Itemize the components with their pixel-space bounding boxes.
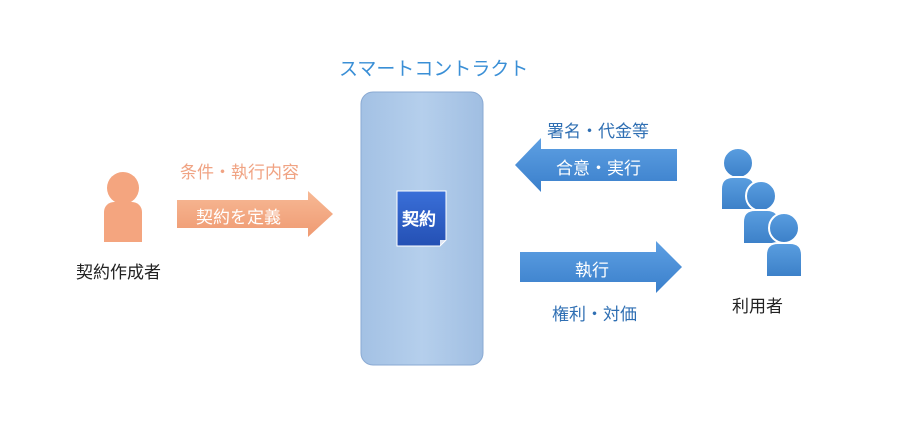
define-contract-arrow-label: 契約を定義 xyxy=(196,208,281,228)
inbound-caption: 署名・代金等 xyxy=(547,122,649,142)
enforcement-arrow-label: 執行 xyxy=(575,261,609,281)
agreement-arrow xyxy=(515,138,677,192)
users-group-icon xyxy=(720,147,803,278)
users-name: 利用者 xyxy=(732,297,783,317)
agreement-arrow-label: 合意・実行 xyxy=(556,159,641,179)
contract-document-label: 契約 xyxy=(402,210,436,230)
creator-person-icon xyxy=(104,172,142,242)
define-contract-arrow xyxy=(177,191,333,237)
enforcement-arrow xyxy=(520,241,682,293)
diagram-title: スマートコントラクト xyxy=(339,58,529,80)
creator-name: 契約作成者 xyxy=(76,263,161,283)
user-person-icon xyxy=(765,212,803,278)
outbound-caption: 権利・対価 xyxy=(552,305,637,325)
creator-caption: 条件・執行内容 xyxy=(180,163,299,183)
